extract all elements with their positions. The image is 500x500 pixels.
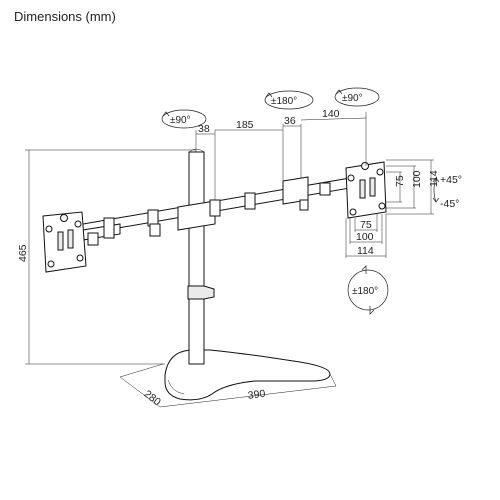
base-dimension-lines	[119, 363, 337, 408]
tilt-up-label: +45°	[440, 174, 462, 186]
vesa-h-114-label: 114	[357, 245, 374, 257]
pole	[187, 148, 215, 365]
height-dimension-lines	[25, 149, 196, 365]
height-label: 465	[17, 244, 29, 262]
swivel-mid-label: ±180°	[271, 96, 297, 107]
vesa-v-75-label: 75	[394, 175, 406, 187]
dim-185-label: 185	[236, 119, 254, 131]
arm-dimension-lines	[195, 112, 367, 200]
swivel-mid-badge: ±180°	[264, 90, 314, 110]
vesa-v-114-label: 114	[428, 170, 440, 187]
dim-36-label: 36	[284, 115, 296, 127]
swivel-right-badge: ±90°	[334, 87, 380, 107]
base-plate	[164, 349, 331, 401]
swivel-right-label: ±90°	[342, 93, 363, 104]
page-title: Dimensions (mm)	[14, 9, 116, 24]
vesa-h-75-label: 75	[360, 219, 372, 231]
base-depth-label: 280	[142, 388, 163, 408]
plate-rotate-label: ±180°	[352, 286, 378, 297]
swivel-left-badge: ±90°	[161, 109, 207, 129]
base-width-label: 390	[247, 388, 266, 402]
vesa-vertical-dimension-lines	[386, 159, 434, 215]
vesa-v-100-label: 100	[411, 170, 423, 188]
swivel-left-label: ±90°	[170, 115, 191, 126]
arm	[59, 176, 351, 246]
vesa-horizontal-dimension-lines	[345, 214, 387, 258]
left-vesa-plate	[42, 211, 87, 273]
tilt-down-label: -45°	[440, 198, 459, 210]
plate-rotate-badge: ±180°	[347, 265, 389, 315]
vesa-h-100-label: 100	[356, 231, 374, 243]
dim-140-label: 140	[322, 108, 340, 120]
tilt-indicator	[432, 177, 440, 203]
right-vesa-plate	[345, 161, 387, 219]
dim-38-label: 38	[198, 123, 210, 135]
